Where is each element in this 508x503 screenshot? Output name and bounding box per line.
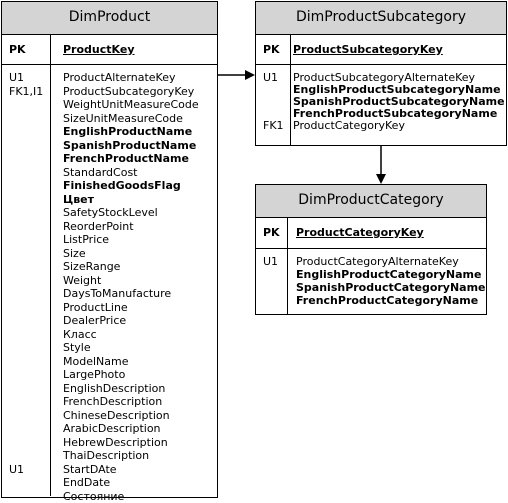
key-label: U1 xyxy=(9,462,25,476)
key-label: U1 xyxy=(263,71,279,84)
pk-field: ProductKey xyxy=(63,43,135,56)
entity-title: DimProductSubcategory xyxy=(256,2,506,35)
attribute-field: ReorderPoint xyxy=(63,219,134,233)
attribute-field: ProductLine xyxy=(63,300,128,314)
attribute-field: EnglishDescription xyxy=(63,381,166,395)
attribute-field: ArabicDescription xyxy=(63,422,161,435)
attribute-field: FrenchProductName xyxy=(63,152,189,165)
pk-field: ProductSubcategoryKey xyxy=(293,43,443,56)
key-column xyxy=(2,65,51,496)
entity-title-text: DimProductSubcategory xyxy=(296,9,466,25)
entity-dimproductcategory: DimProductCategory PK ProductCategoryKey… xyxy=(255,184,487,315)
attribute-field: SpanishProductCategoryName xyxy=(296,281,486,294)
pk-row: PK ProductCategoryKey xyxy=(256,218,486,249)
attribute-field: SizeUnitMeasureCode xyxy=(63,111,183,125)
entity-title: DimProduct xyxy=(2,2,217,35)
attribute-field: Weight xyxy=(63,273,102,287)
attribute-field: ProductSubcategoryKey xyxy=(63,84,195,98)
attribute-field: ThaiDescription xyxy=(63,449,150,462)
key-column xyxy=(256,218,288,248)
attribute-field: SizeRange xyxy=(63,260,121,273)
attribute-field: ModelName xyxy=(63,354,129,368)
entity-title-text: DimProductCategory xyxy=(298,192,444,208)
attribute-field: ChineseDescription xyxy=(63,408,170,422)
attribute-field: SafetyStockLevel xyxy=(63,206,158,219)
attribute-field: Size xyxy=(63,246,86,260)
attribute-field: FrenchProductSubcategoryName xyxy=(293,107,498,120)
attribute-field: StandardCost xyxy=(63,165,138,179)
attribute-field: DaysToManufacture xyxy=(63,287,172,300)
attribute-field: ListPrice xyxy=(63,233,110,246)
pk-field: ProductCategoryKey xyxy=(296,226,424,239)
entity-dimproductsubcategory: DimProductSubcategory PK ProductSubcateg… xyxy=(255,1,507,146)
attribute-field: WeightUnitMeasureCode xyxy=(63,98,199,111)
pk-label: PK xyxy=(263,226,280,239)
entity-title: DimProductCategory xyxy=(256,185,486,218)
attribute-field: DealerPrice xyxy=(63,314,127,327)
attribute-field: LargePhoto xyxy=(63,368,126,381)
attribute-field: ProductSubcategoryAlternateKey xyxy=(293,71,476,84)
attribute-field: FrenchProductCategoryName xyxy=(296,294,479,307)
key-column xyxy=(2,35,51,64)
key-label: U1 xyxy=(9,71,25,84)
key-label: FK1 xyxy=(263,119,284,132)
pk-label: PK xyxy=(9,43,26,56)
attribute-field: ProductCategoryKey xyxy=(293,119,405,132)
attribute-field: EnglishProductSubcategoryName xyxy=(293,83,501,96)
entity-dimproduct: DimProduct PK ProductKey U1 FK1,I1 U1 Pr… xyxy=(1,1,218,503)
attribute-field: FinishedGoodsFlag xyxy=(63,179,181,192)
key-column xyxy=(256,249,288,314)
attribute-field: EndDate xyxy=(63,476,111,489)
attribute-field: SpanishProductSubcategoryName xyxy=(293,95,505,108)
attribute-field: Цвет xyxy=(63,192,95,206)
attribute-field: EnglishProductName xyxy=(63,125,193,138)
entity-title-text: DimProduct xyxy=(68,9,151,25)
attribute-field: StartDAte xyxy=(63,462,117,476)
attribute-field: HebrewDescription xyxy=(63,435,168,449)
attribute-field: FrenchDescription xyxy=(63,395,163,408)
pk-row: PK ProductSubcategoryKey xyxy=(256,35,506,65)
attribute-field: ProductAlternateKey xyxy=(63,71,176,84)
pk-row: PK ProductKey xyxy=(2,35,217,65)
key-column xyxy=(256,65,291,145)
attribute-field: EnglishProductCategoryName xyxy=(296,268,482,281)
attribute-field: SpanishProductName xyxy=(63,138,197,152)
key-label: FK1,I1 xyxy=(9,84,44,98)
attribute-field: Класс xyxy=(63,327,97,341)
key-column xyxy=(256,35,291,64)
attribute-field: ProductCategoryAlternateKey xyxy=(296,255,459,268)
pk-label: PK xyxy=(263,43,280,56)
key-label: U1 xyxy=(263,255,279,268)
attribute-field: Style xyxy=(63,341,91,354)
